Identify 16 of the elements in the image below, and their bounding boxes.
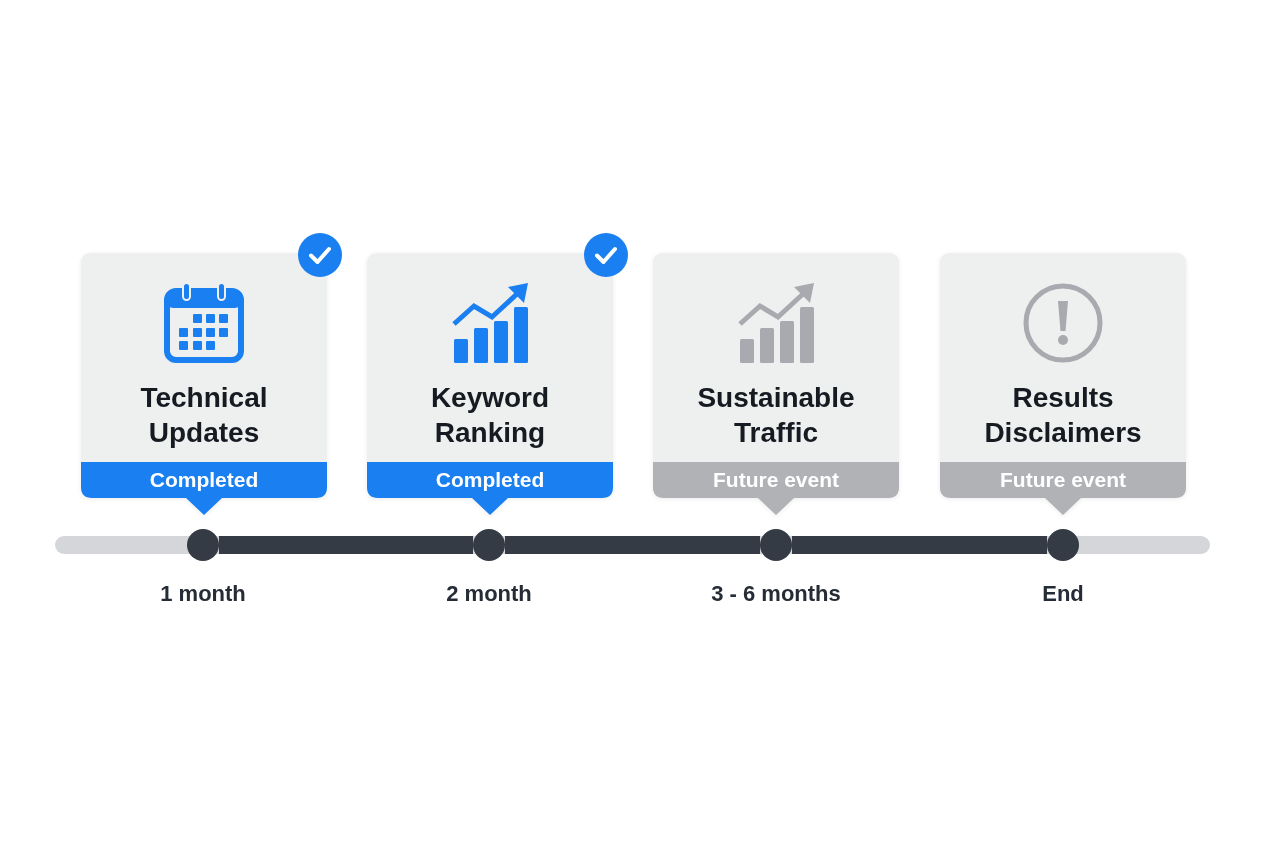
- milestone-title: Sustainable Traffic: [697, 381, 855, 450]
- time-label: 2 month: [446, 580, 532, 608]
- milestone-card: [81, 253, 327, 515]
- time-label: End: [1042, 580, 1084, 608]
- milestone-card: [940, 253, 1186, 515]
- time-label: 1 month: [160, 580, 246, 608]
- status-label: Future event: [1000, 467, 1126, 493]
- status-label: Completed: [435, 467, 545, 493]
- milestone-title: Results Disclaimers: [984, 381, 1142, 450]
- status-label: Completed: [149, 467, 259, 493]
- milestone-title: Keyword Ranking: [430, 381, 550, 450]
- milestone-card: [367, 253, 613, 515]
- status-label: Future event: [713, 467, 839, 493]
- milestone-title: Technical Updates: [140, 381, 268, 450]
- milestone-card: [653, 253, 899, 515]
- time-label: 3 - 6 months: [711, 580, 841, 608]
